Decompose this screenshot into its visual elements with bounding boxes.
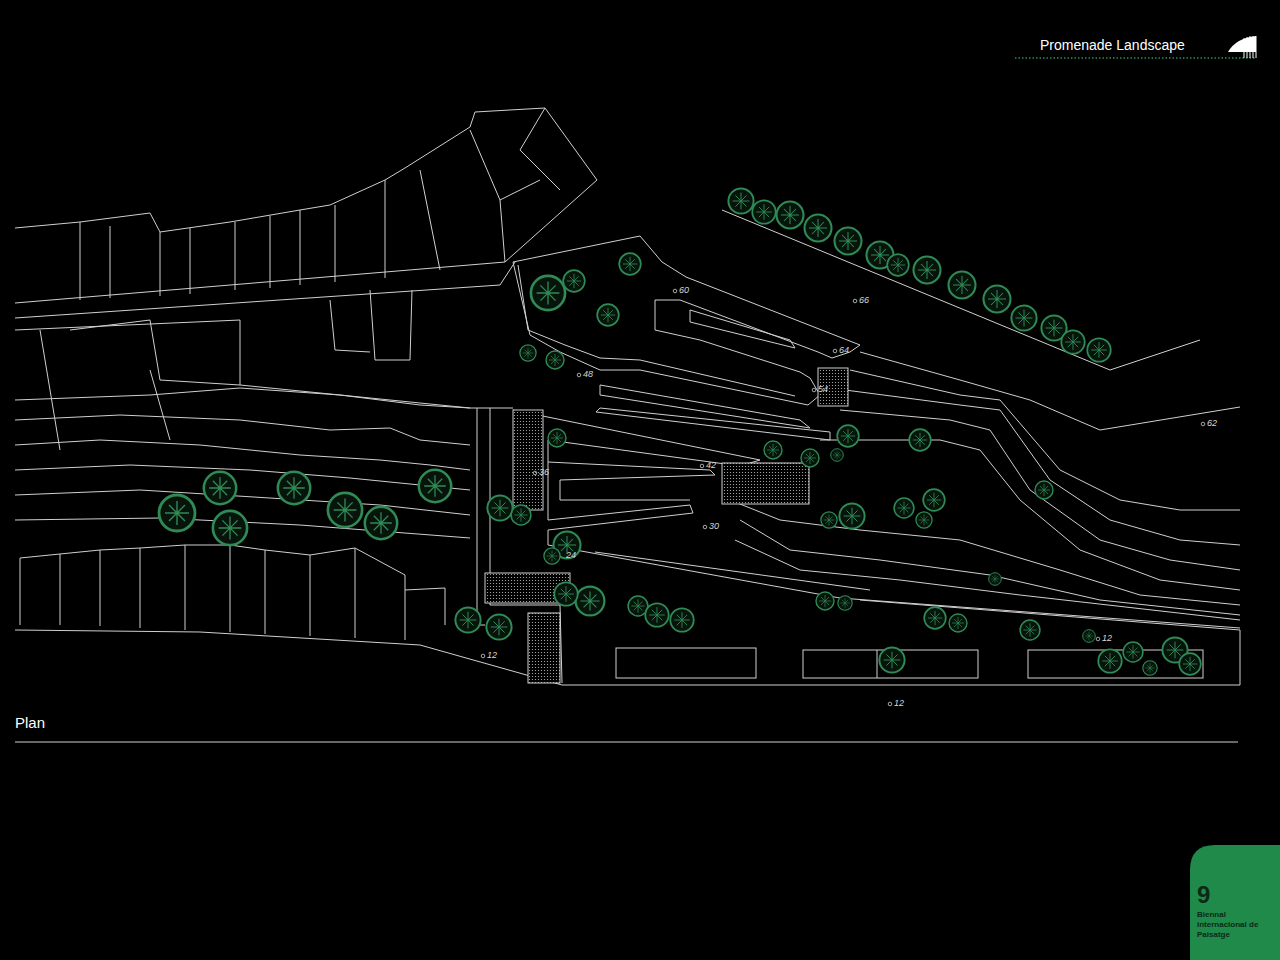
sheet-title: Promenade Landscape <box>1040 38 1185 53</box>
spot-elevation: 62 <box>1207 419 1217 429</box>
spot-elevation: 64 <box>839 346 849 356</box>
spot-elevation: 60 <box>679 286 689 296</box>
spot-elevation: 12 <box>487 651 497 661</box>
spot-elevation: 30 <box>709 522 719 532</box>
logo-text: Biennal <box>1197 911 1226 920</box>
spot-elevation: 24 <box>566 551 576 561</box>
logo-text: Paisatge <box>1197 931 1230 940</box>
spot-elevation: 48 <box>583 370 593 380</box>
spot-elevation: 36 <box>539 468 549 478</box>
drawing-caption: Plan <box>15 715 45 732</box>
logo-number: 9 <box>1197 882 1210 908</box>
spot-elevation: 12 <box>1102 634 1112 644</box>
spot-elevation: 66 <box>859 296 869 306</box>
logo-text: internacional de <box>1197 921 1258 930</box>
spot-elevation: 12 <box>894 699 904 709</box>
spot-elevation: 54 <box>818 385 828 395</box>
spot-elevation: 42 <box>706 461 716 471</box>
